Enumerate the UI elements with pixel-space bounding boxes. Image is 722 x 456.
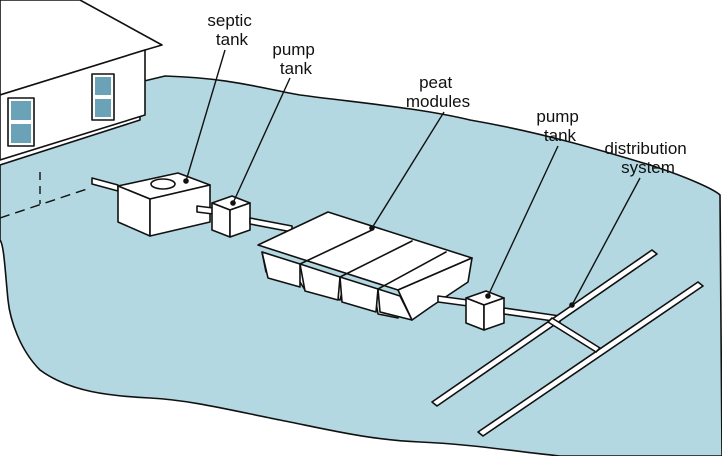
- peat-modules-side: [397, 257, 473, 321]
- label-line: pump: [536, 107, 579, 126]
- pump-tank-2: [465, 290, 505, 331]
- leader-dot: [230, 200, 236, 206]
- label-line: distribution: [605, 139, 687, 158]
- peat-module-2: [299, 263, 341, 301]
- peat-module-3: [339, 276, 379, 313]
- septic-tank-lid: [150, 178, 176, 190]
- house-roof: [0, 0, 163, 96]
- label-septic-tank: septic tank: [207, 11, 256, 49]
- peat-module-1: [261, 251, 301, 288]
- leader-dot: [569, 302, 575, 308]
- window-pane: [95, 77, 111, 95]
- label-line: tank: [280, 59, 313, 78]
- label-distribution-system: distribution system: [605, 139, 692, 177]
- label-pump-tank-1: pump tank: [272, 40, 319, 78]
- window-pane: [11, 124, 31, 143]
- label-line: peat: [419, 73, 452, 92]
- pipe: [503, 307, 561, 323]
- distribution-lateral-1: [431, 249, 658, 407]
- house: [0, 0, 163, 219]
- label-line: system: [621, 158, 675, 177]
- label-line: pump: [272, 40, 315, 59]
- pipe: [196, 205, 214, 215]
- label-line: septic: [207, 11, 252, 30]
- leader-dot: [485, 293, 491, 299]
- label-line: tank: [216, 30, 249, 49]
- distribution-lateral-2: [477, 281, 704, 437]
- leader-dot: [369, 225, 375, 231]
- leader-dot: [183, 178, 189, 184]
- label-peat-modules: peat modules: [406, 73, 470, 111]
- distribution-header: [547, 317, 601, 353]
- peat-modules: [257, 211, 473, 321]
- distribution-system: [431, 249, 704, 437]
- window-pane: [95, 99, 111, 117]
- label-line: tank: [544, 126, 577, 145]
- label-pump-tank-2: pump tank: [536, 107, 583, 145]
- window-pane: [11, 101, 31, 120]
- leader-lines: [183, 49, 641, 308]
- label-line: modules: [406, 92, 470, 111]
